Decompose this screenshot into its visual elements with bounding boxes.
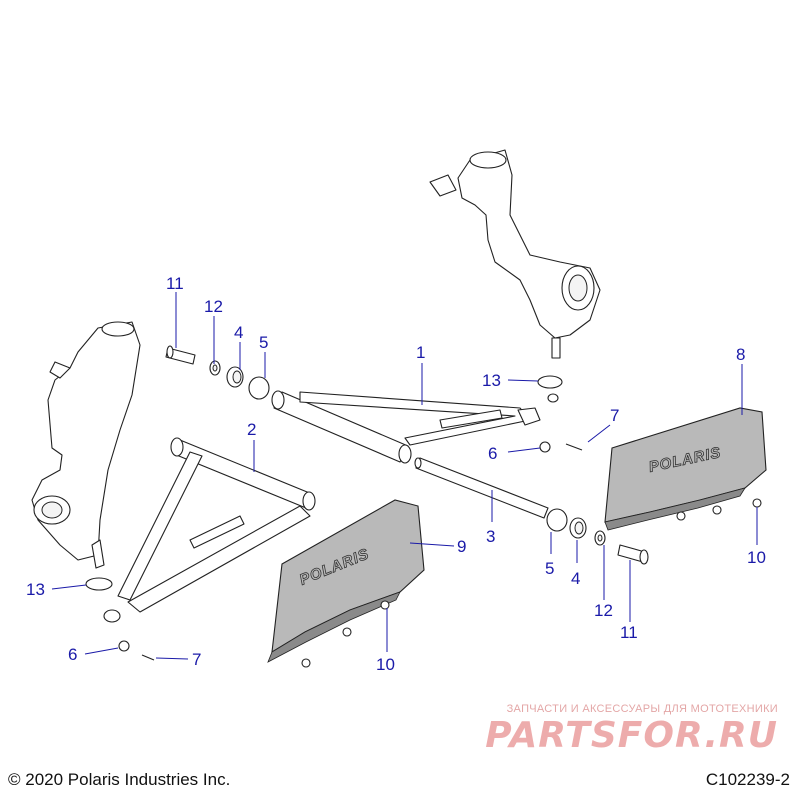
callout-4-lower: 4 <box>571 569 580 588</box>
watermark: ЗАПЧАСТИ И АКСЕССУАРЫ ДЛЯ МОТОТЕХНИКИ PA… <box>478 703 778 756</box>
lower-a-arm <box>103 437 316 623</box>
callout-1: 1 <box>416 343 425 362</box>
callout-7-upper: 7 <box>610 406 619 425</box>
callout-6-upper: 6 <box>488 444 497 463</box>
callout-2: 2 <box>247 420 256 439</box>
callout-8: 8 <box>736 345 745 364</box>
callout-10-right: 10 <box>747 548 766 567</box>
callout-5-lower: 5 <box>545 559 554 578</box>
cotter-pin-upper <box>565 443 583 451</box>
cotter-pin-lower <box>141 654 155 661</box>
leader-lines <box>51 292 758 660</box>
callout-9: 9 <box>457 537 466 556</box>
watermark-tagline: ЗАПЧАСТИ И АКСЕССУАРЫ ДЛЯ МОТОТЕХНИКИ <box>506 703 778 715</box>
left-a-arm-guard: POLARIS <box>267 499 425 663</box>
castle-nut-lower <box>118 640 130 652</box>
callout-3: 3 <box>486 527 495 546</box>
watermark-brand: PARTSFOR.RU <box>485 715 778 756</box>
callout-4-upper: 4 <box>234 323 243 342</box>
callout-12-lower: 12 <box>594 601 613 620</box>
callout-labels: 1 2 3 4 4 5 5 6 6 7 7 8 9 10 10 11 11 12… <box>26 274 766 674</box>
castle-nut-upper <box>539 441 551 453</box>
callout-13-lower: 13 <box>26 580 45 599</box>
upper-a-arm <box>271 390 559 464</box>
callout-11-lower: 11 <box>620 623 638 642</box>
upper-hardware <box>165 345 270 400</box>
bump-cap-upper <box>537 375 563 389</box>
callout-10-left: 10 <box>376 655 395 674</box>
right-steering-knuckle <box>429 149 601 359</box>
figure-id: C102239-2 <box>705 770 790 789</box>
callout-12-upper: 12 <box>204 297 223 316</box>
bump-cap-lower <box>85 577 113 591</box>
left-steering-knuckle <box>31 321 141 569</box>
callout-5-upper: 5 <box>259 333 268 352</box>
pivot-shaft <box>414 457 549 519</box>
right-a-arm-guard: POLARIS <box>604 407 767 531</box>
guard-fasteners <box>301 498 762 668</box>
copyright-text: © 2020 Polaris Industries Inc. <box>8 770 231 789</box>
callout-6-lower: 6 <box>68 645 77 664</box>
callout-13-upper: 13 <box>482 371 501 390</box>
callout-7-lower: 7 <box>192 650 201 669</box>
callout-11-upper: 11 <box>166 274 184 293</box>
lower-hardware <box>546 508 649 565</box>
